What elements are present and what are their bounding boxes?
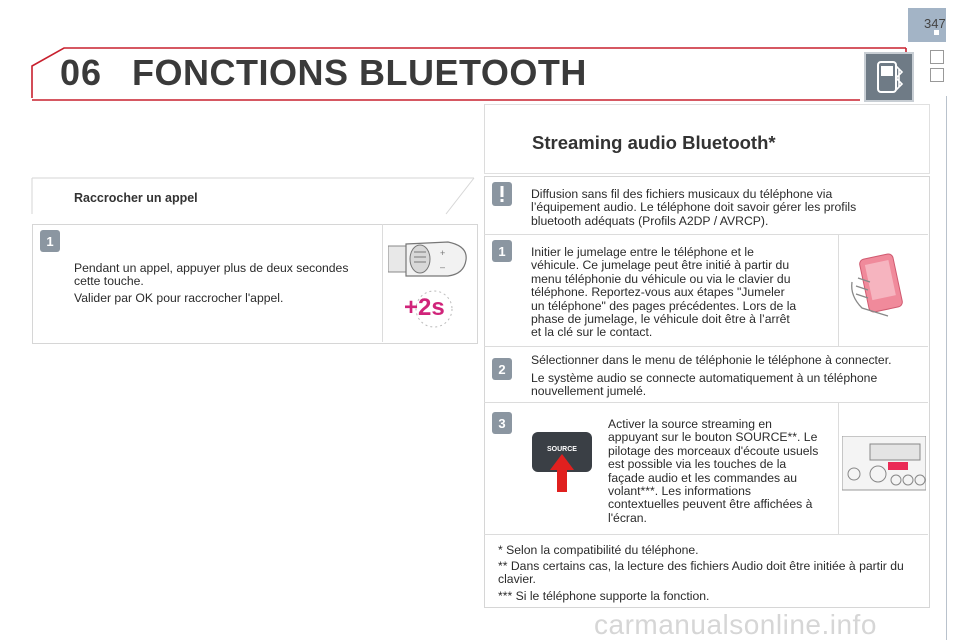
tab-marker <box>934 30 939 35</box>
left-step1-text-2: Valider par OK pour raccrocher l'appel. <box>74 291 284 305</box>
step-badge: 2 <box>492 358 512 380</box>
left-step1-divider <box>382 224 383 342</box>
source-button-label: SOURCE <box>547 446 577 453</box>
side-index-box <box>930 50 944 64</box>
radio-panel-icon <box>842 436 926 491</box>
exclamation-icon <box>492 182 512 206</box>
row-divider <box>484 534 928 535</box>
watermark: carmanualsonline.info <box>594 609 877 640</box>
title-divider <box>484 104 485 172</box>
svg-text:+: + <box>440 248 445 258</box>
steering-stalk-icon: + – <box>388 241 467 328</box>
warning-text: Diffusion sans fil des fichiers musicaux… <box>531 187 857 228</box>
left-step1-box <box>32 224 478 344</box>
row-divider <box>484 234 928 235</box>
right-steps-box <box>484 176 930 608</box>
step3-divider <box>838 402 839 534</box>
step2-text: Sélectionner dans le menu de téléphonie … <box>531 353 892 367</box>
right-title-box <box>484 104 930 174</box>
left-step1-text: Pendant un appel, appuyer plus de deux s… <box>74 261 349 289</box>
note-3: *** Si le téléphone supporte la fonction… <box>498 589 710 603</box>
bluetooth-phone-icon <box>864 52 914 102</box>
row-divider <box>484 402 928 403</box>
step-badge: 3 <box>492 412 512 434</box>
page-number: 347 <box>924 16 946 31</box>
plus-2s-icon: +2s <box>404 294 445 321</box>
smartphone-hand-icon <box>851 253 903 317</box>
left-heading-frame <box>31 177 475 215</box>
section-title: Streaming audio Bluetooth* <box>532 132 776 153</box>
step-badge: 1 <box>492 240 512 262</box>
chapter-number: 06 <box>60 52 103 93</box>
arrow-up-icon <box>550 454 574 492</box>
svg-text:–: – <box>440 262 445 272</box>
step3-text: Activer la source streaming en appuyant … <box>608 417 819 525</box>
step2-text-2: Le système audio se connecte automatique… <box>531 371 878 399</box>
note-1: * Selon la compatibilité du téléphone. <box>498 543 699 557</box>
side-index-box <box>930 68 944 82</box>
page-tab <box>908 8 946 42</box>
step1-text: Initier le jumelage entre le téléphone e… <box>531 245 797 340</box>
step1-divider <box>838 234 839 346</box>
side-rule <box>946 96 947 640</box>
chapter-title: FONCTIONS BLUETOOTH <box>132 52 587 93</box>
left-heading: Raccrocher un appel <box>74 191 198 205</box>
row-divider <box>484 346 928 347</box>
step-badge: 1 <box>40 230 60 252</box>
note-2: ** Dans certains cas, la lecture des fic… <box>498 559 904 587</box>
